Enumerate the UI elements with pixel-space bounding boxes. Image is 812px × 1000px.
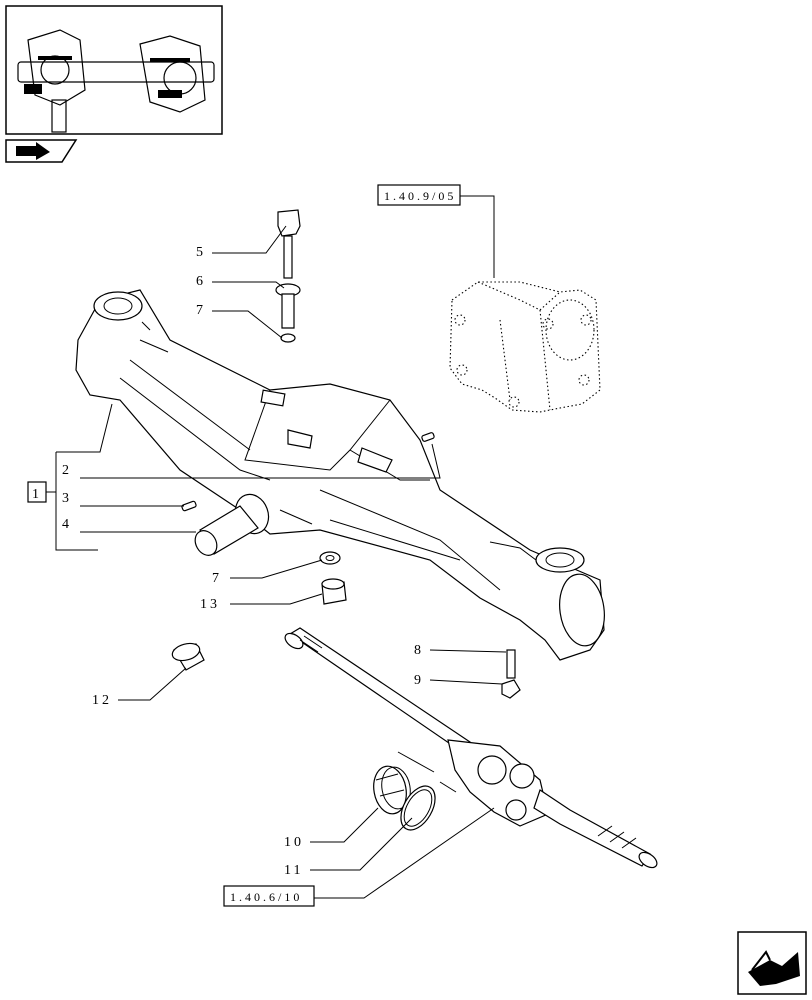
callout-10[interactable]: 10 [284, 835, 304, 850]
bookmark-arrow-icon[interactable] [5, 139, 78, 163]
differential-housing-reference [449, 281, 601, 413]
callout-1[interactable]: 1 [32, 487, 42, 502]
reference-box-bottom[interactable]: 1.40.6/10 [223, 885, 315, 907]
stub-sleeve [194, 493, 270, 556]
reference-label-bottom: 1.40.6/10 [230, 890, 302, 904]
callout-box-1 [27, 481, 47, 503]
callout-7-upper[interactable]: 7 [196, 303, 206, 318]
callout-4[interactable]: 4 [62, 517, 72, 532]
callout-3[interactable]: 3 [62, 491, 72, 506]
callout-9[interactable]: 9 [414, 673, 424, 688]
drive-shaft [284, 627, 658, 869]
leader-lines [46, 225, 507, 899]
callout-6[interactable]: 6 [196, 274, 206, 289]
callout-13[interactable]: 13 [200, 597, 220, 612]
callout-12[interactable]: 12 [92, 693, 112, 708]
callout-5[interactable]: 5 [196, 245, 206, 260]
callout-2[interactable]: 2 [62, 463, 72, 478]
reference-label-top: 1.40.9/05 [384, 189, 456, 203]
callout-8[interactable]: 8 [414, 643, 424, 658]
callout-11[interactable]: 11 [284, 863, 303, 878]
seal-and-ring [373, 765, 436, 831]
reference-box-top[interactable]: 1.40.9/05 [377, 184, 461, 206]
callout-7-lower[interactable]: 7 [212, 571, 222, 586]
next-page-arrow-icon[interactable] [737, 931, 807, 995]
axle-housing [75, 289, 605, 661]
overview-thumbnail[interactable] [5, 5, 223, 135]
